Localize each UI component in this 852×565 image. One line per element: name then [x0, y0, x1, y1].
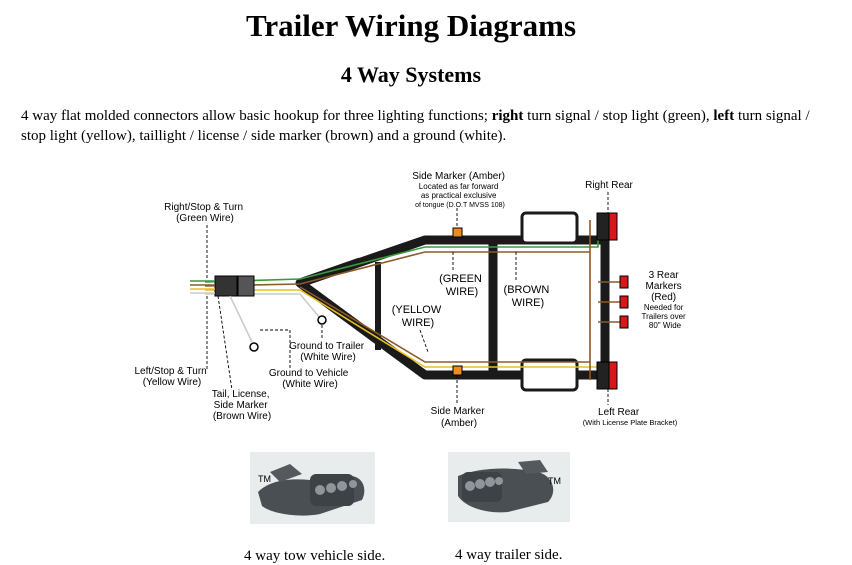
label-green-wire-l1: (GREEN — [439, 273, 482, 285]
label-ground-vehicle-l2: (White Wire) — [282, 379, 338, 390]
intro-paragraph: 4 way flat molded connectors allow basic… — [21, 106, 821, 146]
label-rear-markers-l5: Trailers over — [642, 312, 686, 321]
label-left-rear-l1: Left Rear — [598, 407, 640, 418]
label-yellow-wire-l1: (YELLOW — [392, 304, 442, 316]
intro-text-2: turn signal / stop light (green), — [523, 108, 714, 124]
label-tail-license: Tail, License, Side Marker (Brown Wire) — [212, 389, 273, 422]
label-left-stop: Left/Stop & Turn (Yellow Wire) — [134, 366, 209, 388]
left-rear-light — [596, 361, 610, 390]
tm-mark-left: TM — [258, 474, 271, 484]
label-ground-vehicle: Ground to Vehicle (White Wire) — [269, 368, 351, 390]
frame-outline — [295, 235, 610, 380]
label-right-stop-l1: Right/Stop & Turn — [164, 202, 243, 213]
connector-plug — [237, 275, 255, 297]
wheel-top — [520, 211, 579, 245]
left-rear-lens — [608, 361, 618, 390]
label-side-marker-bottom-l1: Side Marker — [431, 406, 486, 417]
label-tail-license-l1: Tail, License, — [212, 389, 270, 400]
intro-left-word: left — [713, 108, 735, 124]
caption-vehicle-side: 4 way tow vehicle side. — [244, 548, 386, 564]
brown-wire-bottom — [299, 286, 591, 380]
rear-marker-2 — [619, 295, 629, 309]
trailer-connector-photo: TM — [448, 452, 570, 522]
label-rear-markers-l6: 80" Wide — [649, 321, 682, 330]
connector-body — [214, 275, 238, 297]
label-ground-trailer: Ground to Trailer (White Wire) — [289, 341, 367, 363]
label-tail-license-l2: Side Marker — [214, 400, 269, 411]
tm-mark-right: TM — [548, 476, 561, 486]
diagram-labels: Right/Stop & Turn (Green Wire) Side Mark… — [134, 171, 689, 429]
flat-4-connector — [190, 275, 327, 352]
intro-text-3: turn signal / stop light (yellow), taill… — [21, 108, 810, 144]
label-side-marker-top-l3: as practical exclusive — [421, 191, 497, 200]
green-wire — [204, 228, 599, 283]
page-title: Trailer Wiring Diagrams — [245, 8, 577, 43]
label-side-marker-bottom: Side Marker (Amber) — [431, 406, 488, 429]
brown-wire-top — [204, 220, 591, 287]
label-side-marker-top: Side Marker (Amber) Located as far forwa… — [412, 171, 508, 209]
page-subtitle: 4 Way Systems — [340, 62, 482, 87]
leader-ground-vehicle — [260, 329, 291, 370]
label-right-rear: Right Rear — [585, 180, 633, 191]
leader-tail-license — [217, 295, 233, 391]
label-ground-vehicle-l1: Ground to Vehicle — [269, 368, 349, 379]
label-ground-trailer-l2: (White Wire) — [300, 352, 356, 363]
intro-right-word: right — [491, 108, 524, 124]
label-ground-trailer-l1: Ground to Trailer — [289, 341, 365, 352]
label-brown-wire-l2: WIRE) — [512, 297, 544, 309]
label-rear-markers-l2: Markers — [646, 281, 682, 292]
label-rear-markers: 3 Rear Markers (Red) Needed for Trailers… — [642, 270, 689, 330]
label-left-rear-l2: (With License Plate Bracket) — [583, 418, 678, 427]
side-marker-top-light — [452, 227, 463, 238]
label-brown-wire-l1: (BROWN — [504, 284, 550, 296]
label-side-marker-top-l4: of tongue (D.O.T MVSS 108) — [415, 202, 505, 209]
right-rear-light — [596, 212, 610, 241]
label-rear-markers-l1: 3 Rear — [649, 270, 680, 281]
label-tail-license-l3: (Brown Wire) — [213, 411, 271, 422]
label-rear-markers-l4: Needed for — [644, 303, 684, 312]
label-left-rear: Left Rear (With License Plate Bracket) — [583, 407, 678, 427]
wheel-bottom — [520, 358, 579, 392]
label-green-wire: (GREEN WIRE) — [439, 273, 485, 298]
label-yellow-wire: (YELLOW WIRE) — [392, 304, 445, 329]
leader-lines — [206, 192, 609, 405]
label-side-marker-top-l1: Side Marker (Amber) — [412, 171, 505, 182]
leader-yellow-wire — [419, 329, 429, 353]
caption-trailer-side: 4 way trailer side. — [455, 547, 563, 563]
ground-vehicle-lead — [229, 295, 253, 343]
label-right-stop: Right/Stop & Turn (Green Wire) — [164, 202, 246, 224]
white-wire — [205, 293, 321, 319]
ground-vehicle-terminal — [249, 342, 259, 352]
intro-text-1: 4 way flat molded connectors allow basic… — [21, 108, 492, 124]
ground-trailer-terminal — [317, 315, 327, 325]
label-side-marker-bottom-l2: (Amber) — [441, 418, 477, 429]
side-marker-bottom-light — [452, 365, 463, 376]
label-right-stop-l2: (Green Wire) — [176, 213, 234, 224]
label-left-stop-l2: (Yellow Wire) — [143, 377, 202, 388]
tow-vehicle-connector-photo: TM — [250, 452, 375, 524]
label-brown-wire: (BROWN WIRE) — [504, 284, 553, 309]
label-side-marker-top-l2: Located as far forward — [419, 182, 499, 191]
label-green-wire-l2: WIRE) — [446, 286, 478, 298]
rear-marker-3 — [619, 315, 629, 329]
label-left-stop-l1: Left/Stop & Turn — [134, 366, 206, 377]
label-rear-markers-l3: (Red) — [651, 292, 676, 303]
right-rear-lens — [608, 212, 618, 241]
label-yellow-wire-l2: WIRE) — [402, 317, 434, 329]
rear-marker-1 — [619, 275, 629, 289]
